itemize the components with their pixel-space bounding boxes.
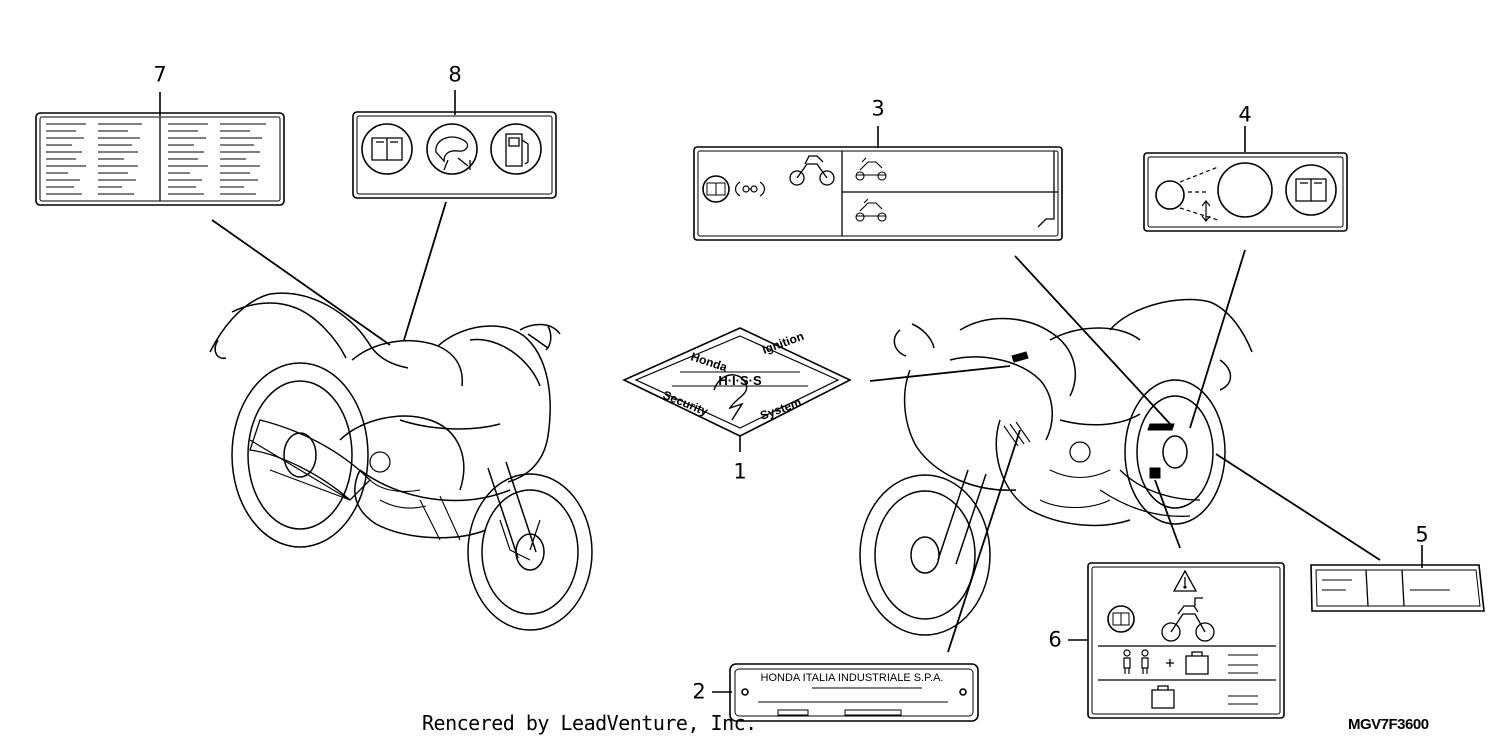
leader-4 bbox=[1189, 249, 1246, 429]
callout-3[interactable]: 3 bbox=[871, 96, 885, 121]
cargo-icon bbox=[1185, 651, 1209, 675]
emblem-top-left: Honda bbox=[689, 350, 729, 375]
label-7-caution-text bbox=[35, 92, 285, 206]
leader-6 bbox=[1154, 479, 1181, 549]
callout-5[interactable]: 5 bbox=[1415, 522, 1429, 547]
callout-6[interactable]: 6 bbox=[1048, 627, 1062, 652]
diagram-code: MGV7F3600 bbox=[1348, 716, 1429, 733]
credit-text: Rencered by LeadVenture, Inc. bbox=[422, 711, 757, 735]
label-5-strip bbox=[1310, 545, 1485, 612]
callout-2[interactable]: 2 bbox=[692, 679, 706, 704]
label-3-tire-info bbox=[693, 126, 1063, 241]
emblem-center: H·I·S·S bbox=[718, 373, 762, 388]
adjust-arrow-icon bbox=[1201, 200, 1211, 222]
label-6-warning bbox=[1068, 562, 1285, 719]
callout-1[interactable]: 1 bbox=[733, 459, 747, 484]
label-6-location bbox=[1149, 467, 1161, 479]
label-1-emblem: Honda Ignition H·I·S·S Security System bbox=[622, 327, 852, 452]
warning-triangle-icon bbox=[1172, 569, 1198, 592]
leader-5 bbox=[1215, 453, 1381, 561]
leader-1 bbox=[869, 365, 1011, 382]
plate-text: HONDA ITALIA INDUSTRIALE S.P.A. bbox=[761, 672, 944, 684]
callout-7[interactable]: 7 bbox=[153, 62, 167, 87]
motorcycle-load-icon bbox=[1161, 597, 1215, 642]
rider-icon-1 bbox=[855, 157, 887, 181]
label-2-id-plate: HONDA ITALIA INDUSTRIALE S.P.A. bbox=[712, 663, 979, 722]
manual-icon bbox=[1107, 605, 1135, 633]
emblem-top-right: Ignition bbox=[760, 329, 806, 357]
motorcycle-icon bbox=[789, 155, 835, 186]
emblem-bottom-left: Security bbox=[661, 388, 710, 419]
leader-lines bbox=[211, 201, 1381, 653]
motorcycle-right-view bbox=[859, 298, 1253, 636]
emblem-bottom-right: System bbox=[758, 395, 803, 423]
label-3-location bbox=[1147, 423, 1175, 431]
book-icon bbox=[371, 137, 403, 161]
cargo-icon-2 bbox=[1151, 685, 1175, 709]
manual-icon bbox=[361, 123, 413, 175]
callout-8[interactable]: 8 bbox=[448, 62, 462, 87]
leader-7 bbox=[211, 219, 391, 346]
label-1-location bbox=[1011, 351, 1029, 363]
leader-3 bbox=[1014, 255, 1173, 427]
helmet-icon bbox=[426, 123, 478, 175]
label-8-symbol-label bbox=[352, 90, 557, 199]
tire-pressure-icon bbox=[734, 181, 766, 197]
manual-icon bbox=[1285, 164, 1337, 216]
rider-icon-2 bbox=[855, 198, 887, 222]
manual-icon bbox=[702, 175, 730, 203]
passengers-icon bbox=[1123, 649, 1149, 674]
label-4-headlight-adjust bbox=[1143, 126, 1348, 232]
callout-4[interactable]: 4 bbox=[1238, 102, 1252, 127]
leader-2 bbox=[947, 429, 1021, 653]
emblem-key-icon bbox=[713, 374, 748, 421]
leader-8 bbox=[403, 201, 447, 341]
beam-small-icon bbox=[1155, 180, 1185, 210]
beam-large-icon bbox=[1217, 162, 1273, 218]
label-7-text-lines bbox=[46, 123, 266, 195]
motorcycle-left-view bbox=[209, 292, 593, 631]
fuel-icon bbox=[490, 123, 542, 175]
